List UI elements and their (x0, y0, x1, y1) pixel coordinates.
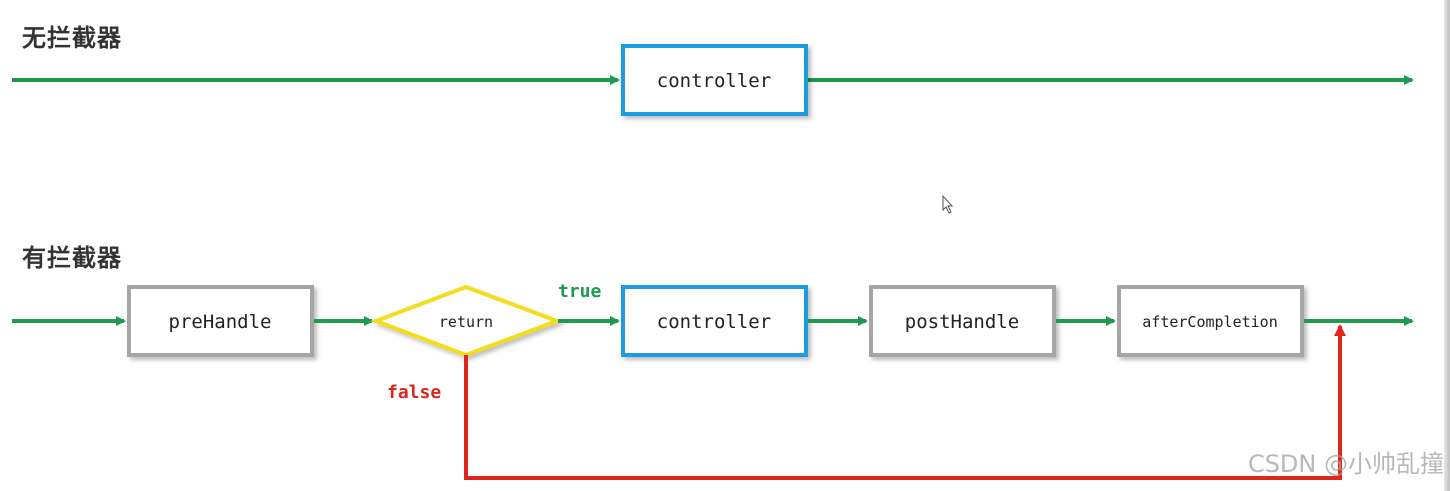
prehandle-box (127, 285, 314, 357)
posthandle-label: postHandle (905, 311, 1019, 333)
mouse-cursor-icon (942, 194, 954, 214)
controller-box (621, 285, 808, 357)
aftercompletion-box (1117, 285, 1304, 357)
csdn-watermark: CSDN @小帅乱撞 (1247, 450, 1444, 478)
false-path-arrow (464, 324, 1346, 480)
window-edge (1444, 0, 1450, 491)
aftercompletion-label: afterCompletion (1142, 313, 1277, 331)
false-label: false (387, 382, 441, 403)
heading-no-interceptor: 无拦截器 (22, 24, 122, 52)
return-decision-diamond (370, 284, 563, 358)
heading-with-interceptor: 有拦截器 (22, 244, 122, 272)
prehandle-label: preHandle (169, 311, 272, 333)
controller-box-top (621, 44, 808, 116)
controller-label: controller (657, 311, 771, 333)
return-label: return (439, 313, 493, 331)
posthandle-box (869, 285, 1056, 357)
controller-label-top: controller (657, 70, 771, 92)
true-label: true (558, 281, 602, 302)
